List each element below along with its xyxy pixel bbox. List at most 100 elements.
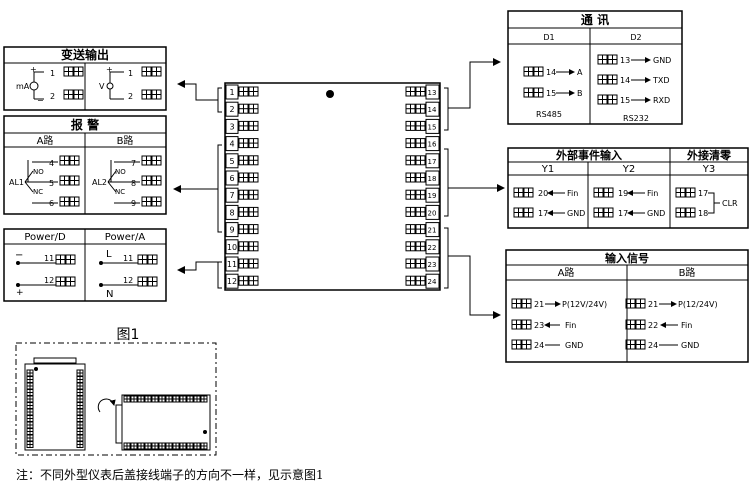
ev-y2-t19: 19 [618,189,628,198]
power-a-t12: 12 [123,276,133,285]
nc-label-a: NC [33,188,43,196]
terminal-block-icon [415,120,426,131]
mini-terminal-icon [158,395,166,403]
terminal-block-icon [69,175,80,186]
device-right-terminal-label: 14 [428,106,437,114]
voltage-source-icon [106,82,114,90]
mini-terminal-icon [179,395,187,403]
terminal-block-icon [405,120,416,131]
terminal-block-icon [137,276,148,287]
alarm-b-t8: 8 [131,179,136,188]
terminal-block-icon [405,155,416,166]
mini-terminal-icon [76,428,84,435]
terminal-block-icon [238,120,249,131]
device-right-terminal: 13 [405,84,440,100]
terminal-block-icon [55,276,66,287]
comm-a-label: A [577,68,583,77]
device-left-terminal-label: 9 [229,226,234,235]
mini-terminal-icon [26,434,34,442]
footer-note: 注：不同外型仪表后盖接线端子的方向不一样，见示意图1 [16,468,324,482]
ev-y2-gnd: GND [647,209,665,218]
device-right-terminal-label: 17 [428,158,437,166]
terminal-block-icon [248,138,259,149]
in-b-t24: 24 [648,341,658,350]
input-panel: 输入信号 A路 B路 21 23 24 P(12V/24V) Fin GND 2… [505,249,749,363]
terminal-block-icon [607,54,618,65]
terminal-block-icon [238,138,249,149]
device-left-terminal: 3 [225,118,259,134]
terminal-block-icon [59,196,70,207]
svg-text:−: − [37,96,44,105]
terminal-block-icon [415,103,426,114]
device-left-terminal-label: 10 [227,243,237,252]
mini-terminal-icon [193,442,201,450]
terminal-block-icon [415,258,426,269]
device-left-terminal-label: 4 [229,140,234,149]
terminal-block-icon [63,66,74,77]
device-left-terminal-label: 1 [229,88,234,97]
device-left-terminal-label: 2 [229,105,234,114]
transmit-title: 变送输出 [61,47,109,62]
mini-terminal-icon [193,395,201,403]
mini-terminal-icon [76,415,84,422]
mini-terminal-icon [123,395,131,403]
device-left-terminal-label: 8 [229,208,234,217]
ev-y1-gnd: GND [567,209,585,218]
terminal-block-icon [415,86,426,97]
event-panel: 外部事件输入 外接清零 Y1 Y2 Y3 20 17 Fin GND 19 17… [507,147,749,229]
event-title: 外部事件输入 [555,148,622,162]
power-d-t11: 11 [44,254,54,263]
terminal-block-icon [405,275,416,286]
terminal-block-icon [521,298,532,309]
terminal-block-icon [151,66,162,77]
terminal-block-icon [607,74,618,85]
device-left-terminal: 12 [225,273,259,289]
t2-label-v: 2 [128,92,133,101]
device-right-terminal: 14 [405,101,440,117]
figure-1: 图1 [15,327,217,456]
mini-terminal-icon [26,369,34,377]
alarm-a-t6: 6 [49,199,54,208]
transmit-output-panel: 变送输出 mA + − 1 2 V + 1 2 [3,46,167,111]
terminal-block-icon [511,339,522,350]
terminal-block-icon [405,241,416,252]
terminal-block-icon [635,298,646,309]
mini-terminal-icon [144,442,152,450]
device-right-terminal: 24 [405,273,440,289]
terminal-block-icon [69,196,80,207]
device-left-terminal: 5 [225,153,259,169]
terminal-block-icon [635,339,646,350]
terminal-block-icon [141,89,152,100]
terminal-block-icon [625,319,636,330]
terminal-block-icon [238,258,249,269]
clear-title: 外接清零 [686,148,732,162]
al2-label: AL2 [92,178,107,187]
terminal-block-icon [675,207,686,218]
device-left-terminal-label: 7 [229,191,234,200]
device-right-terminal: 18 [405,170,440,186]
mini-terminal-icon [144,395,152,403]
in-b-t21: 21 [648,300,658,309]
device-left-terminal: 2 [225,101,259,117]
mini-terminal-icon [76,369,84,377]
mini-terminal-icon [151,442,159,450]
rs232-label: RS232 [623,114,649,123]
terminal-block-icon [415,241,426,252]
power-d-title: Power/D [24,232,66,243]
mini-terminal-icon [186,442,194,450]
terminal-block-icon [248,120,259,131]
ev-y3-t17: 17 [698,189,708,198]
terminal-block-icon [238,172,249,183]
device-left-terminal-label: 11 [227,260,237,269]
d2-label: D2 [630,33,641,42]
terminal-block-icon [405,86,416,97]
mini-terminal-icon [26,389,34,396]
in-b-p: P(12/24V) [678,300,718,309]
device-left-terminal: 4 [225,136,259,152]
terminal-block-icon [55,254,66,265]
input-path-a: A路 [558,266,575,279]
mini-terminal-icon [123,442,131,450]
device-landscape [121,394,211,451]
